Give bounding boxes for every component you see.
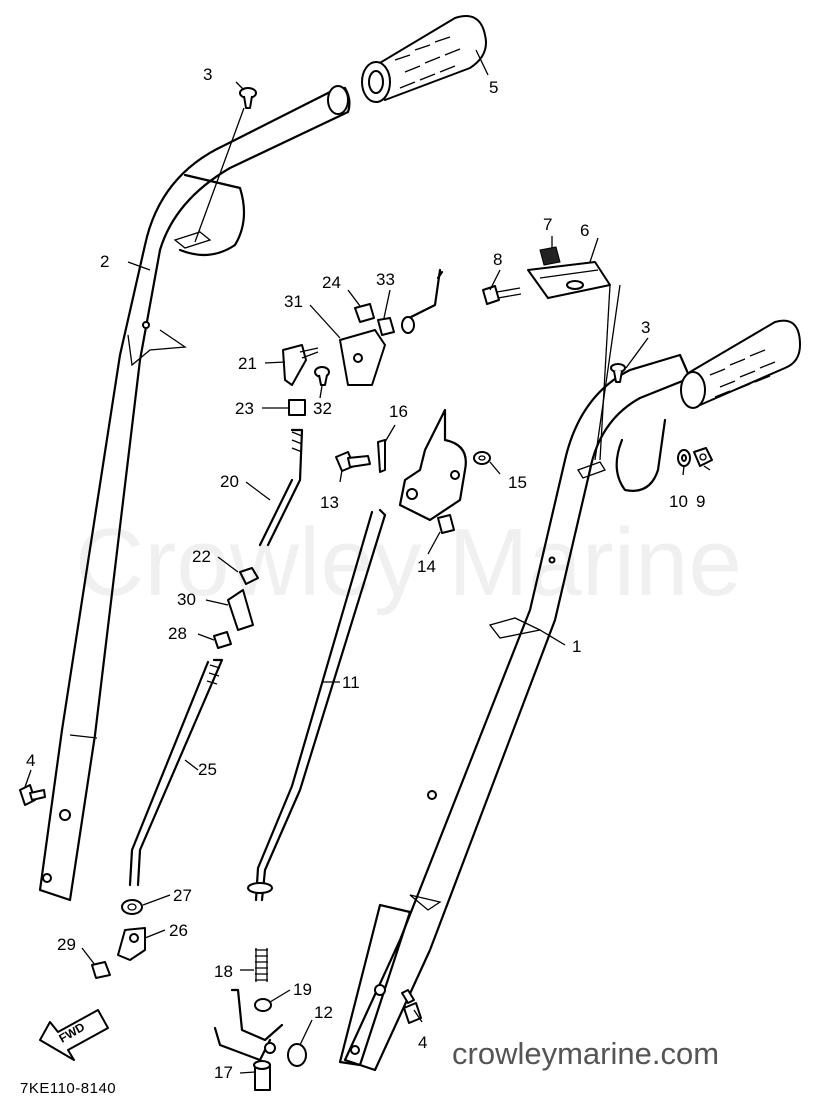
screw-32 — [314, 366, 330, 386]
cable-end — [401, 268, 444, 334]
callout-9: 9 — [696, 492, 705, 511]
spring-18 — [255, 948, 268, 982]
callout-14: 14 — [417, 557, 436, 576]
nut-14 — [437, 514, 455, 534]
callout-7: 7 — [543, 215, 552, 234]
bottom-bracket — [213, 988, 284, 1062]
callout-27: 27 — [173, 886, 192, 905]
washer-19 — [254, 998, 272, 1012]
left-grip — [361, 15, 487, 103]
right-grip — [680, 319, 801, 409]
coupler-30 — [227, 589, 254, 631]
left-handle-tube — [38, 85, 351, 902]
callout-11: 11 — [342, 673, 360, 692]
bracket-31 — [339, 329, 386, 386]
washer-10 — [677, 449, 691, 467]
pin-16 — [377, 439, 386, 473]
callout-26: 26 — [169, 921, 188, 940]
callout-13: 13 — [320, 493, 339, 512]
watermark-text: Crowley Marine — [75, 509, 742, 616]
callout-16: 16 — [389, 402, 408, 421]
nut-9 — [693, 447, 713, 467]
rod-20 — [258, 428, 304, 547]
screw-3-top — [239, 87, 257, 109]
leader-lines — [24, 49, 711, 1074]
callout-19: 19 — [293, 980, 312, 999]
diagram-code: 7KE110-8140 — [20, 1080, 117, 1097]
callout-4-right: 4 — [418, 1033, 427, 1052]
callout-3-right: 3 — [641, 318, 650, 337]
ball-joint-21 — [282, 344, 319, 386]
rod-11 — [247, 508, 387, 902]
screw-3-right — [610, 363, 626, 383]
callout-22: 22 — [192, 547, 211, 566]
callout-32: 32 — [313, 399, 332, 418]
callout-20: 20 — [220, 472, 239, 491]
fitting-33 — [377, 317, 395, 336]
nut-23 — [288, 399, 306, 416]
callout-labels: 1 2 3 3 4 4 5 6 7 8 9 10 11 12 13 14 15 … — [26, 65, 705, 1082]
callout-29: 29 — [57, 935, 76, 954]
callout-25: 25 — [198, 760, 217, 779]
callout-3-top: 3 — [203, 65, 212, 84]
callout-21: 21 — [238, 354, 257, 373]
callout-6: 6 — [580, 221, 589, 240]
callout-17: 17 — [214, 1063, 233, 1082]
callout-12: 12 — [314, 1003, 333, 1022]
callout-30: 30 — [177, 590, 196, 609]
callout-4-left: 4 — [26, 751, 35, 770]
washer-15 — [473, 451, 491, 465]
collar-17 — [253, 1060, 271, 1091]
callout-18: 18 — [214, 962, 233, 981]
bolt-4-left — [19, 784, 46, 806]
callout-2: 2 — [100, 252, 109, 271]
right-handle-tube — [338, 353, 692, 1072]
fwd-arrow-icon: FWD — [39, 1009, 109, 1061]
ball-joint-26 — [117, 927, 146, 961]
callout-23: 23 — [235, 399, 254, 418]
nut-7 — [539, 246, 561, 266]
collar-12 — [287, 1043, 307, 1067]
callout-5: 5 — [489, 78, 498, 97]
callout-28: 28 — [168, 624, 187, 643]
bracket-6 — [527, 261, 611, 299]
callout-24: 24 — [322, 273, 341, 292]
bolt-13 — [335, 451, 371, 472]
callout-15: 15 — [508, 473, 527, 492]
nut-28 — [213, 631, 232, 649]
nut-24 — [354, 303, 375, 323]
nut-27 — [121, 899, 143, 915]
callout-8: 8 — [493, 250, 502, 269]
website-link[interactable]: crowleymarine.com — [452, 1036, 720, 1071]
callout-33: 33 — [376, 270, 395, 289]
nut-22 — [239, 567, 259, 585]
callout-31: 31 — [284, 292, 303, 311]
nut-29 — [91, 961, 111, 979]
rod-25 — [128, 658, 224, 887]
bolt-4-right — [401, 989, 422, 1024]
callout-10: 10 — [669, 492, 688, 511]
center-bracket — [398, 408, 467, 522]
callout-1: 1 — [572, 637, 581, 656]
bolt-8 — [482, 285, 522, 305]
